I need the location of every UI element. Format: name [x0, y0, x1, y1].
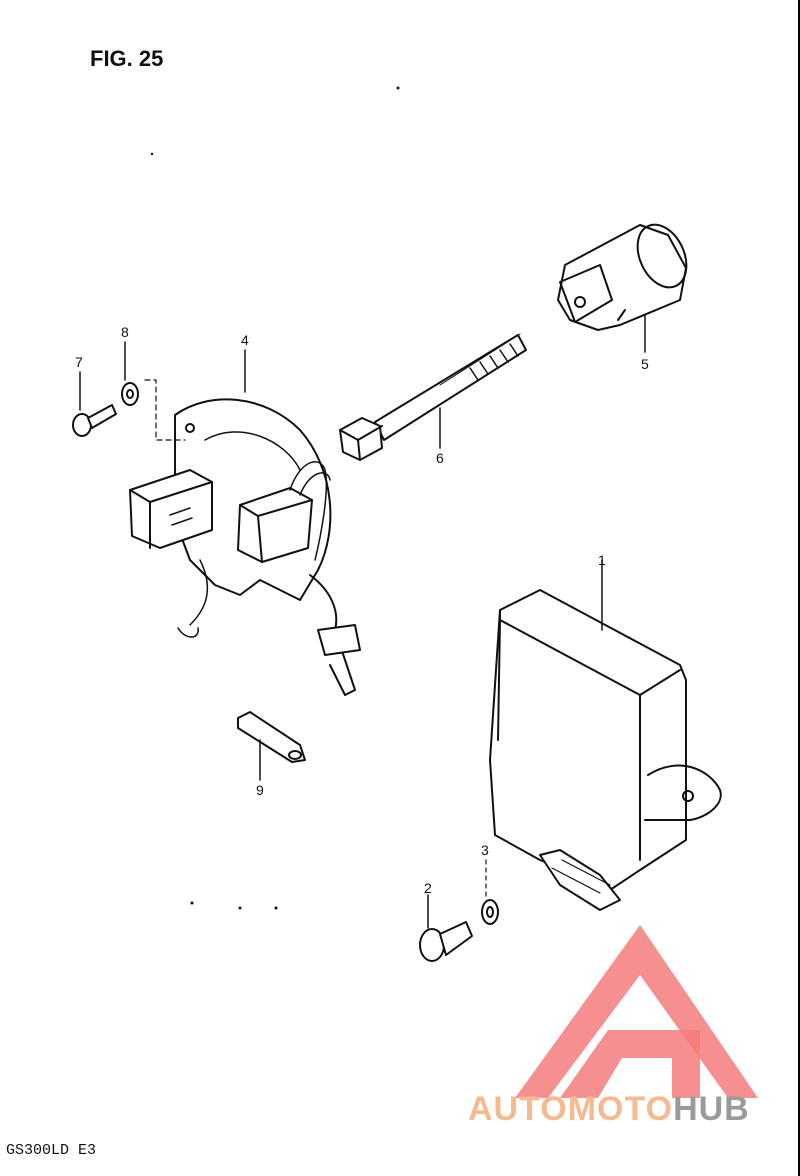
callout-4: 4: [241, 332, 249, 348]
right-frame-border: [798, 0, 800, 1176]
callout-8: 8: [121, 324, 129, 340]
model-code-label: GS300LD E3: [6, 1142, 97, 1159]
watermark-text-automoto: AUTOMOTO: [468, 1090, 674, 1128]
callout-1: 1: [598, 552, 606, 568]
part-3-washer: [481, 859, 499, 925]
part-4-pickup-assembly: [129, 349, 361, 696]
callout-7: 7: [75, 354, 83, 370]
callout-5: 5: [641, 356, 649, 372]
callout-2: 2: [424, 880, 432, 896]
part-9-clamp: [237, 711, 306, 781]
part-8-washer: [121, 341, 186, 441]
watermark-text-hub: HUB: [673, 1090, 750, 1128]
part-1-igniter: [489, 559, 722, 911]
figure-title: FIG. 25: [90, 46, 164, 71]
scan-specks: [150, 86, 400, 910]
watermark-text: AUTOMOTOHUB: [468, 1090, 750, 1129]
callout-3: 3: [481, 842, 489, 858]
part-6-bolt: [339, 333, 527, 461]
callout-6: 6: [436, 450, 444, 466]
part-5-relay: [557, 223, 688, 353]
watermark-logo: [515, 925, 758, 1098]
part-2-bolt: [419, 894, 473, 962]
part-7-screw: [72, 371, 117, 437]
callout-9: 9: [256, 782, 264, 798]
